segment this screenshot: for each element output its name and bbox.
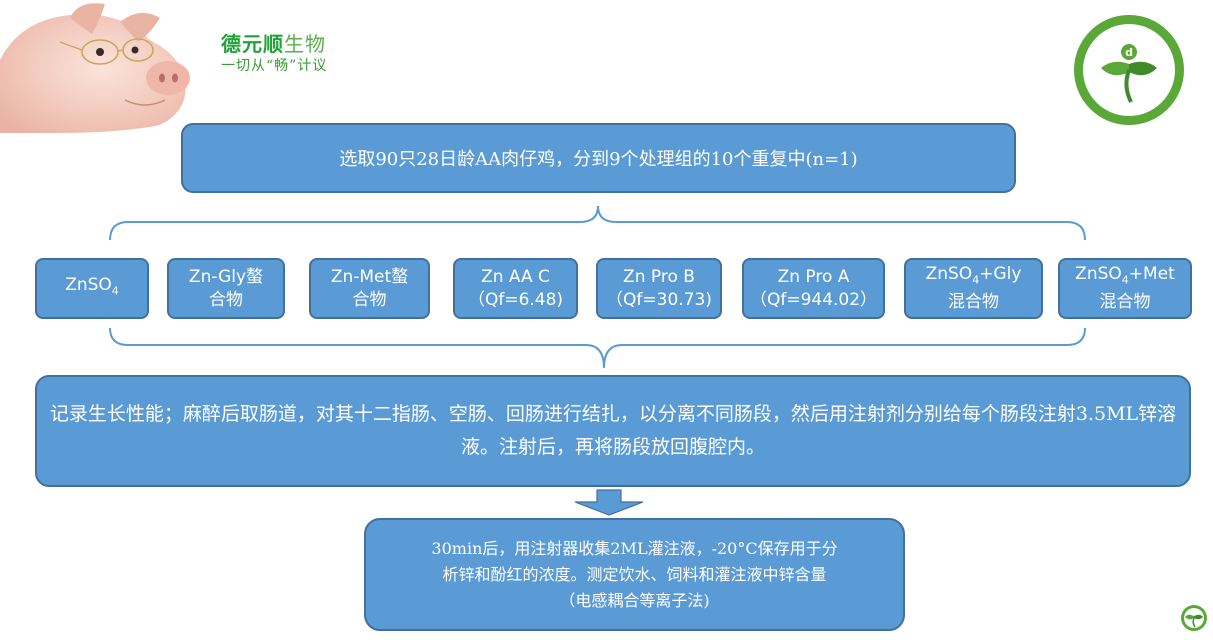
analysis-line-2: 析锌和酚红的浓度。测定饮水、饲料和灌注液中锌含量: [442, 564, 827, 584]
group-zn-pro-a: Zn Pro A（Qf=944.02）: [742, 258, 885, 319]
brand-name: 德元顺生物: [221, 28, 326, 57]
group-label-sub: 4: [1121, 273, 1129, 287]
brand-slogan: 一切从“畅”计议: [221, 58, 328, 74]
group-label: Zn AA C: [481, 266, 550, 287]
group-label-sub: 4: [111, 284, 119, 298]
group-label-sub: 4: [972, 273, 980, 287]
bottom-brace: [109, 327, 1086, 369]
corner-logo-icon: [1181, 605, 1207, 631]
logo-char-2: 元: [1124, 107, 1133, 117]
group-label: ZnSO: [925, 263, 973, 284]
group-znso4: ZnSO4: [35, 258, 149, 319]
group-label: ZnSO: [65, 275, 112, 296]
group-label-line2: 合物: [208, 289, 243, 310]
down-arrow: [574, 489, 644, 516]
group-zn-aa-c: Zn AA C（Qf=6.48): [453, 258, 578, 319]
group-zn-met-chelate: Zn-Met螯合物: [309, 258, 430, 319]
logo-char-3: 顺: [1145, 100, 1154, 111]
group-label-suffix: +Met: [1128, 263, 1175, 284]
group-label-line2: 混合物: [1099, 292, 1151, 313]
group-label-suffix: +Gly: [979, 263, 1022, 284]
sample-selection-box: 选取90只28日龄AA肉仔鸡，分到9个处理组的10个重复中(n=1): [181, 123, 1016, 193]
pig-with-glasses-image: [0, 0, 215, 133]
group-label-line2: （Qf=6.48): [467, 289, 564, 310]
company-logo: Bio-Technology d 德 元 顺: [1074, 15, 1184, 125]
sample-selection-text: 选取90只28日龄AA肉仔鸡，分到9个处理组的10个重复中(n=1): [339, 149, 858, 170]
analysis-line-1: 30min后，用注射器收集2ML灌注液，-20°C保存用于分: [431, 538, 838, 558]
group-label: Zn-Gly螯: [188, 266, 264, 287]
group-label-line2: （Qf=944.02）: [749, 289, 878, 310]
logo-char-1: 德: [1103, 99, 1112, 111]
group-zn-pro-b: Zn Pro B（Qf=30.73): [596, 258, 722, 319]
group-label-line2: 混合物: [947, 292, 999, 313]
analysis-line-3: （电感耦合等离子法): [559, 590, 710, 610]
group-znso4-met-mix: ZnSO4+Met 混合物: [1058, 258, 1192, 319]
procedure-box: 记录生长性能；麻醉后取肠道，对其十二指肠、空肠、回肠进行结扎，以分离不同肠段，然…: [35, 375, 1191, 487]
group-label: Zn Pro A: [777, 266, 850, 287]
analysis-box: 30min后，用注射器收集2ML灌注液，-20°C保存用于分 析锌和酚红的浓度。…: [364, 518, 905, 631]
group-znso4-gly-mix: ZnSO4+Gly 混合物: [904, 258, 1043, 319]
brand-name-light: 生物: [284, 32, 326, 56]
svg-text:d: d: [1125, 46, 1133, 59]
group-label-line2: （Qf=30.73): [606, 289, 712, 310]
top-brace: [109, 205, 1086, 241]
group-label: ZnSO: [1075, 263, 1122, 284]
brand-name-bold: 德元顺: [221, 32, 284, 56]
group-label: Zn-Met螯: [330, 266, 409, 287]
procedure-text: 记录生长性能；麻醉后取肠道，对其十二指肠、空肠、回肠进行结扎，以分离不同肠段，然…: [49, 403, 1177, 458]
group-label: Zn Pro B: [623, 266, 695, 287]
group-zn-gly-chelate: Zn-Gly螯合物: [167, 258, 285, 319]
group-label-line2: 合物: [352, 289, 387, 310]
